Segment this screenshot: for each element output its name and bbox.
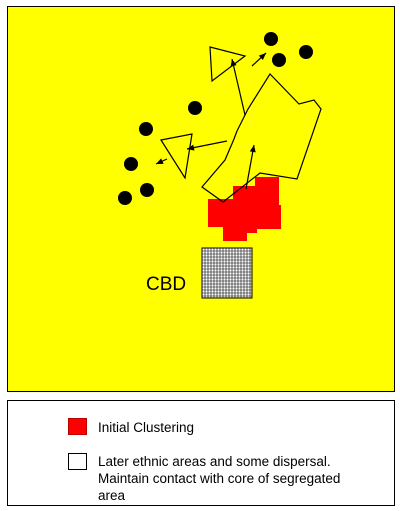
arrowhead-icon [258, 53, 266, 60]
legend-label-initial-clustering: Initial Clustering [98, 420, 195, 435]
arrowhead-icon [187, 144, 195, 151]
diagram-background [8, 7, 394, 391]
cbd-label: CBD [146, 274, 187, 295]
dispersed-households [118, 32, 313, 205]
legend-swatch-initial-clustering [68, 418, 87, 435]
household-dot [139, 122, 153, 136]
initial-cluster [208, 177, 281, 241]
household-dot [264, 32, 278, 46]
diagram-canvas [8, 7, 394, 391]
legend: Initial Clustering Later ethnic areas an… [7, 400, 395, 506]
legend-swatch-later-ethnic-areas [68, 453, 87, 470]
later-ethnic-area-small-top [209, 46, 247, 83]
arrowhead-icon [156, 158, 164, 164]
household-dot [140, 183, 154, 197]
household-dot [124, 157, 138, 171]
legend-label-later-ethnic-areas: Later ethnic areas and some dispersal. M… [98, 454, 341, 503]
arrowhead-icon [249, 145, 256, 153]
cbd-square [201, 247, 253, 299]
later-ethnic-area-large [201, 73, 322, 203]
cbd-grid-lines [202, 248, 252, 298]
dispersal-arrow [245, 144, 255, 190]
household-dot [272, 53, 286, 67]
arrowhead-icon [230, 59, 237, 67]
dispersal-arrow [231, 58, 246, 116]
household-dot [188, 101, 202, 115]
household-dot [299, 45, 313, 59]
dispersal-arrows [155, 52, 267, 190]
later-ethnic-area-small-left [160, 133, 193, 180]
household-dot [118, 191, 132, 205]
diagram-area: CBD [7, 6, 395, 392]
